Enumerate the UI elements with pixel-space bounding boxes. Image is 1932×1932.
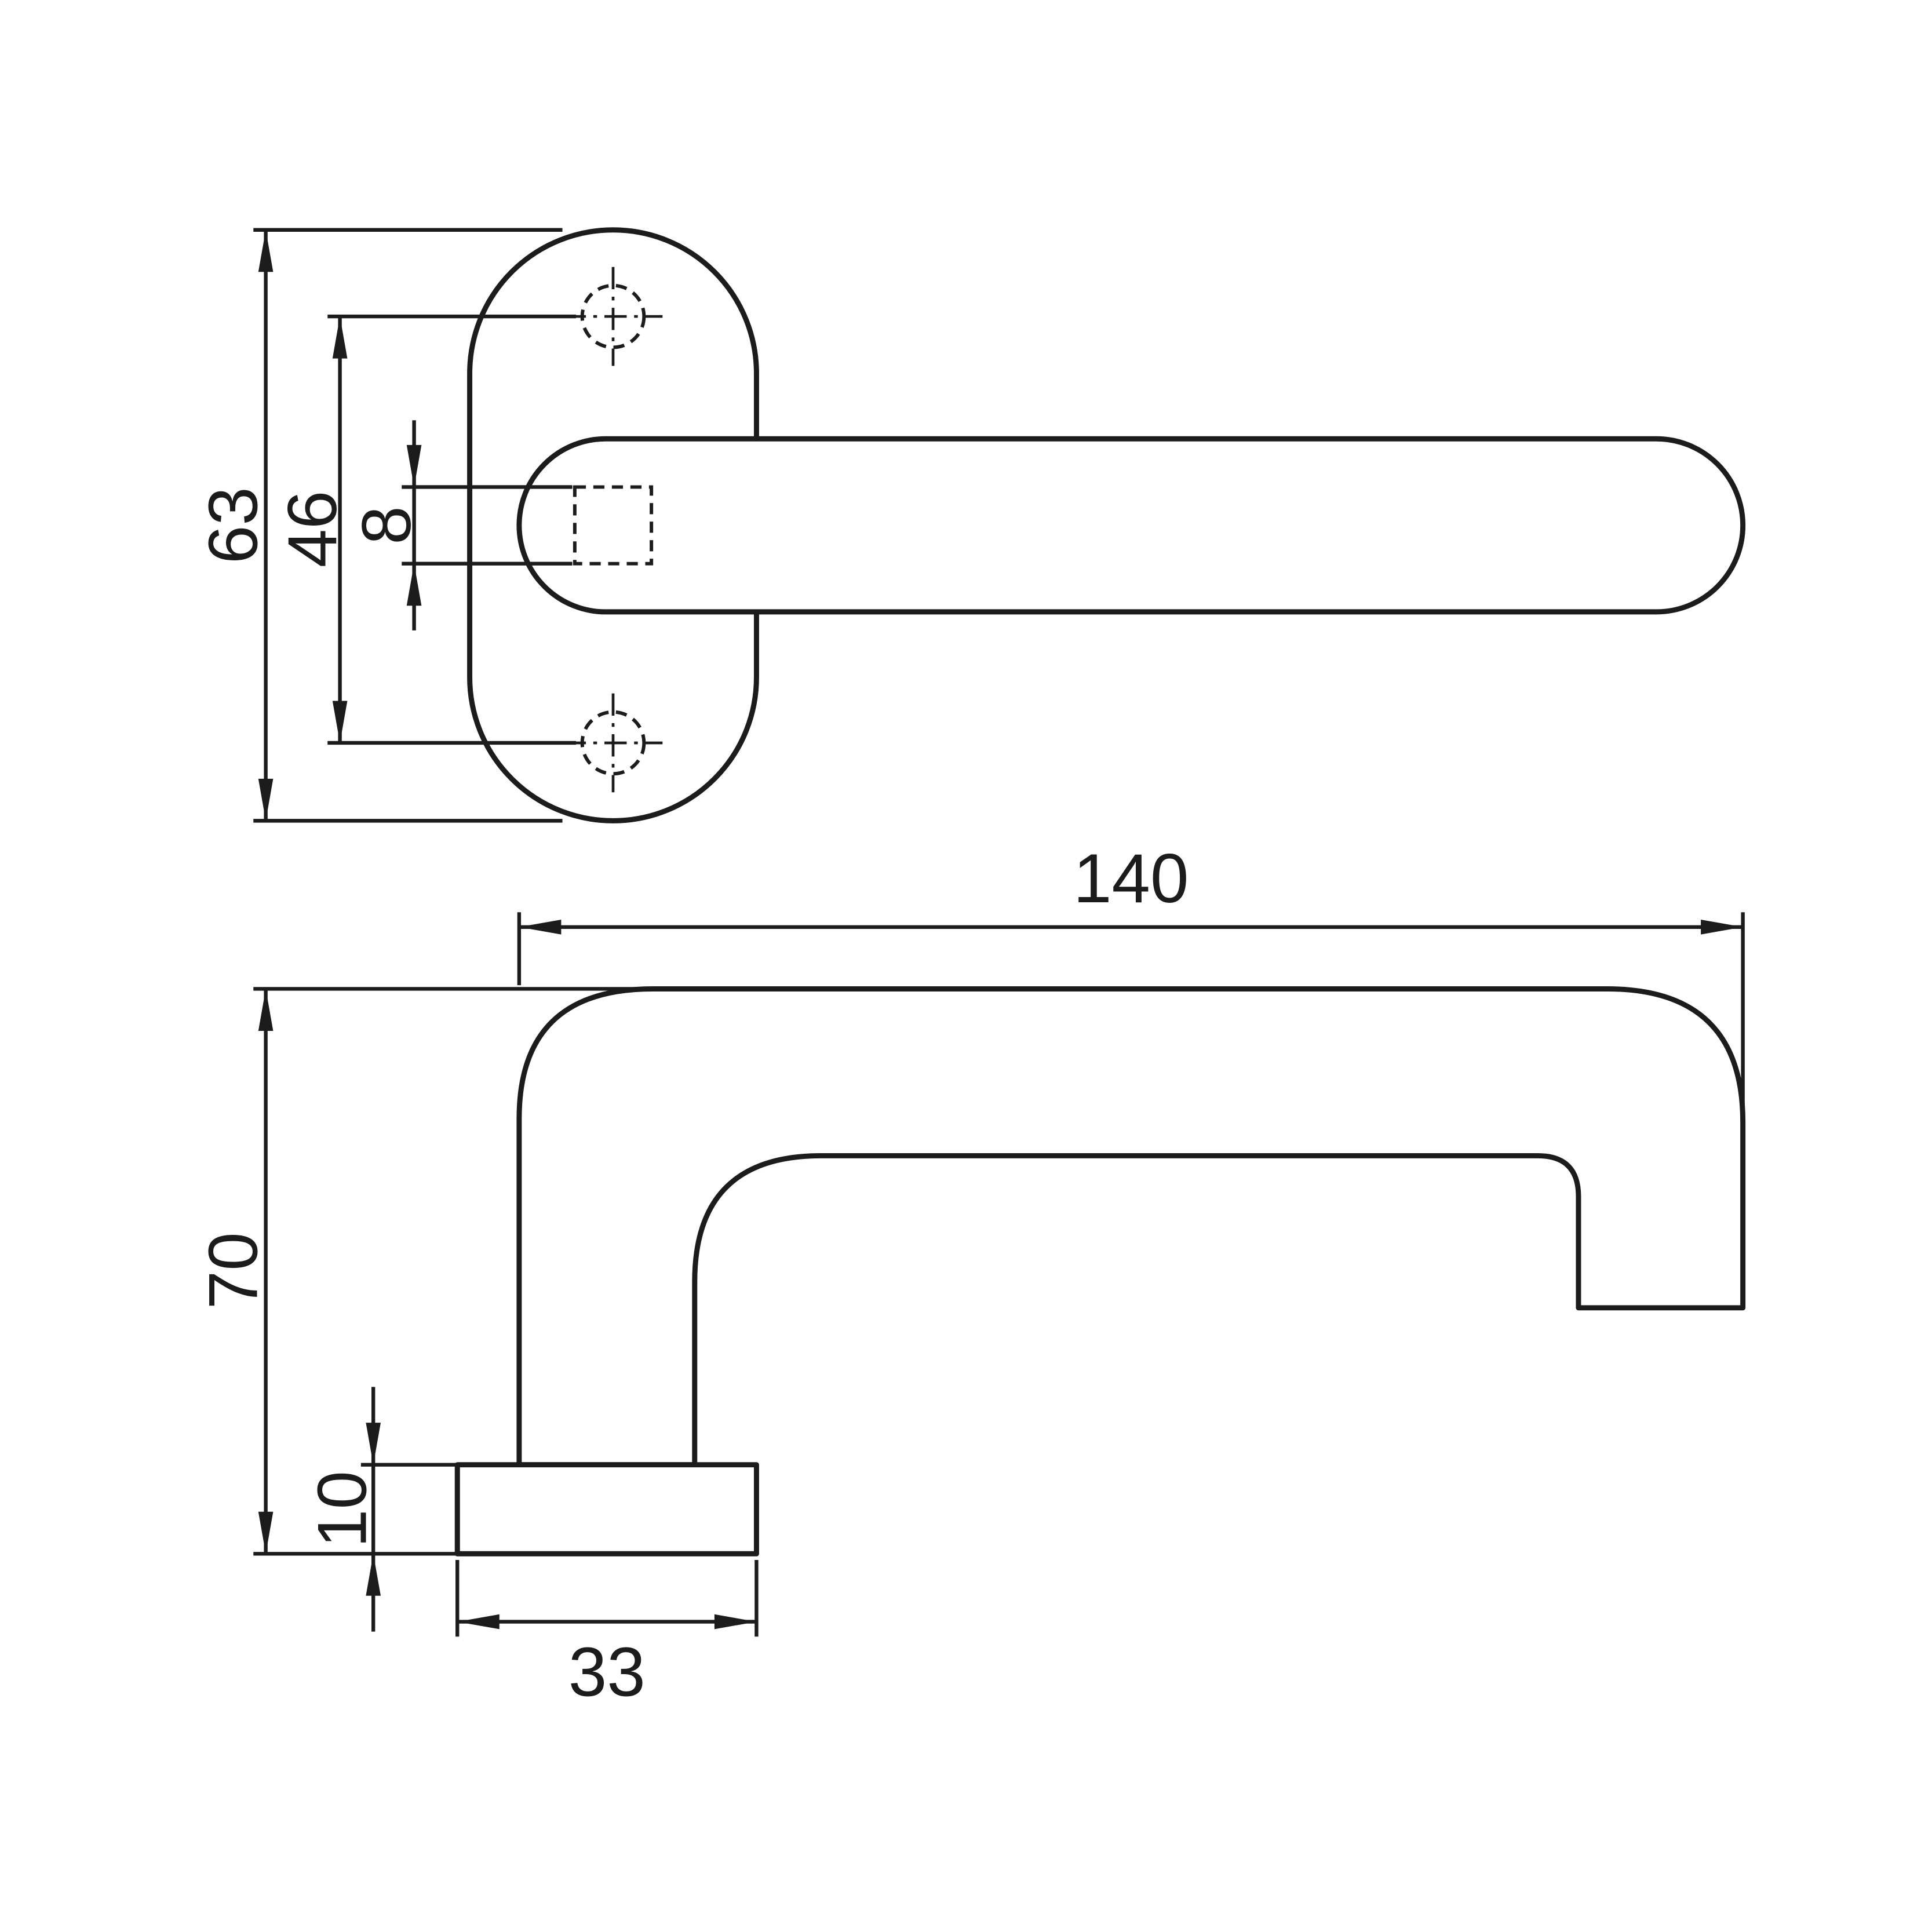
- arrowhead-down-icon: [332, 701, 348, 743]
- arrowhead-up-icon: [366, 1554, 381, 1596]
- arrowhead-up-icon: [258, 229, 274, 272]
- dim-spindle-square: 8: [348, 420, 573, 630]
- dim-hole-spacing: 46: [274, 314, 577, 745]
- arrowhead-right-icon: [1701, 920, 1743, 935]
- dim-hole-spacing-label: 46: [274, 491, 351, 568]
- dim-rose-width: 33: [455, 1559, 759, 1711]
- screw-hole-bottom: [563, 693, 663, 793]
- dim-plate-height: 63: [195, 228, 563, 823]
- handle-profile-outline: [516, 986, 1746, 1468]
- dim-height-label: 70: [195, 1232, 272, 1309]
- dim-rose-width-label: 33: [568, 1634, 646, 1711]
- arrowhead-up-icon: [332, 316, 348, 359]
- arrowhead-up-icon: [258, 989, 274, 1031]
- arrowhead-down-icon: [258, 1511, 274, 1554]
- side-view: 140 70 10 33: [195, 840, 1746, 1711]
- dim-handle-length: 140: [517, 840, 1745, 1116]
- dim-rose-thickness: 10: [304, 1387, 460, 1632]
- front-view: 63 46 8: [195, 227, 1746, 823]
- arrowhead-down-icon: [258, 778, 274, 821]
- arrowhead-up-icon: [406, 563, 422, 606]
- dim-plate-height-label: 63: [195, 487, 272, 564]
- dim-length-label: 140: [1073, 840, 1189, 917]
- dim-handle-height: 70: [195, 987, 674, 1556]
- rose-side-outline: [454, 1462, 759, 1556]
- screw-hole-top: [563, 267, 663, 366]
- arrowhead-down-icon: [366, 1423, 381, 1465]
- dim-spindle-label: 8: [348, 506, 425, 544]
- arrowhead-down-icon: [406, 444, 422, 487]
- arrowhead-right-icon: [714, 1614, 757, 1630]
- arrowhead-left-icon: [519, 920, 562, 935]
- lever-outline: [516, 436, 1746, 615]
- arrowhead-left-icon: [457, 1614, 500, 1630]
- dim-rose-thickness-label: 10: [304, 1471, 381, 1548]
- spindle-hole: [573, 485, 654, 566]
